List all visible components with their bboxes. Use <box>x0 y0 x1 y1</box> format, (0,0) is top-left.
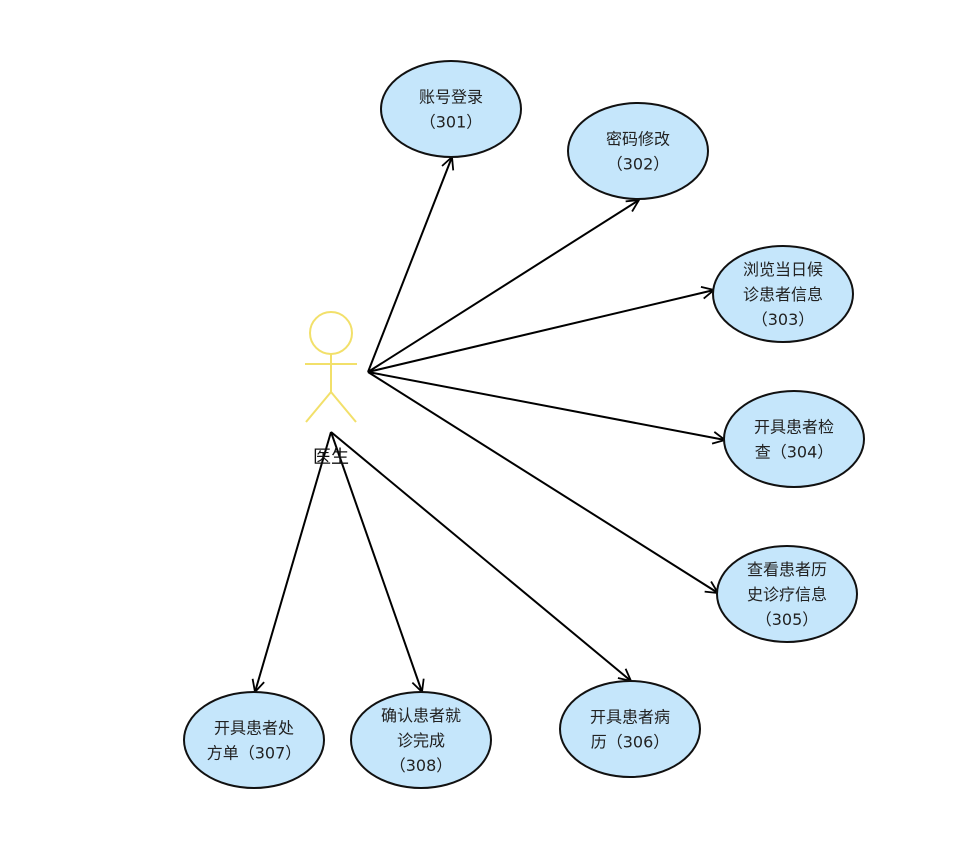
association-arrow-uc308 <box>330 431 422 692</box>
use-case-label-line: 浏览当日候 <box>743 260 823 279</box>
use-case-label-line: 历（306） <box>591 733 670 752</box>
association-arrow-uc305 <box>367 371 718 593</box>
association-arrows <box>255 157 725 692</box>
use-case-uc301[interactable]: 账号登录 （301） <box>380 60 522 158</box>
use-case-label-line: 开具患者病 <box>590 708 670 727</box>
association-arrow-uc302 <box>367 200 639 373</box>
use-case-label-line: （303） <box>752 310 815 329</box>
use-case-label-line: 账号登录 <box>419 88 483 107</box>
use-case-label-line: （308） <box>390 756 453 775</box>
association-arrow-uc303 <box>367 290 714 373</box>
use-case-uc302[interactable]: 密码修改 （302） <box>567 102 709 200</box>
actor-doctor[interactable]: 医生 <box>305 311 357 468</box>
use-case-ellipse <box>350 691 492 789</box>
association-arrow-uc301 <box>367 157 452 373</box>
use-case-label-line: （301） <box>420 113 483 132</box>
use-case-ellipse <box>183 691 325 789</box>
association-arrow-uc307 <box>255 431 332 692</box>
use-case-ellipse <box>723 390 865 488</box>
use-case-ellipse <box>716 545 858 643</box>
use-case-ellipse <box>567 102 709 200</box>
use-case-label-line: 密码修改 <box>606 130 670 149</box>
association-arrow-uc304 <box>367 371 725 440</box>
use-case-label-line: 诊完成 <box>397 731 445 750</box>
use-case-label-line: 查（304） <box>755 443 834 462</box>
use-case-ellipse <box>712 245 854 343</box>
use-case-label-line: 开具患者检 <box>754 418 834 437</box>
use-case-label-line: （302） <box>607 155 670 174</box>
use-case-label-line: 查看患者历 <box>747 560 827 579</box>
use-case-label-line: 开具患者处 <box>214 719 294 738</box>
use-case-label-line: 方单（307） <box>207 744 302 763</box>
use-case-label-line: 史诊疗信息 <box>747 585 827 604</box>
use-case-label-line: 诊患者信息 <box>743 285 823 304</box>
use-case-label-line: （305） <box>756 610 819 629</box>
use-case-ellipse <box>380 60 522 158</box>
use-case-ellipse <box>559 680 701 778</box>
stick-figure-icon <box>305 311 357 423</box>
use-case-label-line: 确认患者就 <box>381 706 461 725</box>
actor-label: 医生 <box>313 447 349 468</box>
association-arrow-uc306 <box>330 431 631 681</box>
